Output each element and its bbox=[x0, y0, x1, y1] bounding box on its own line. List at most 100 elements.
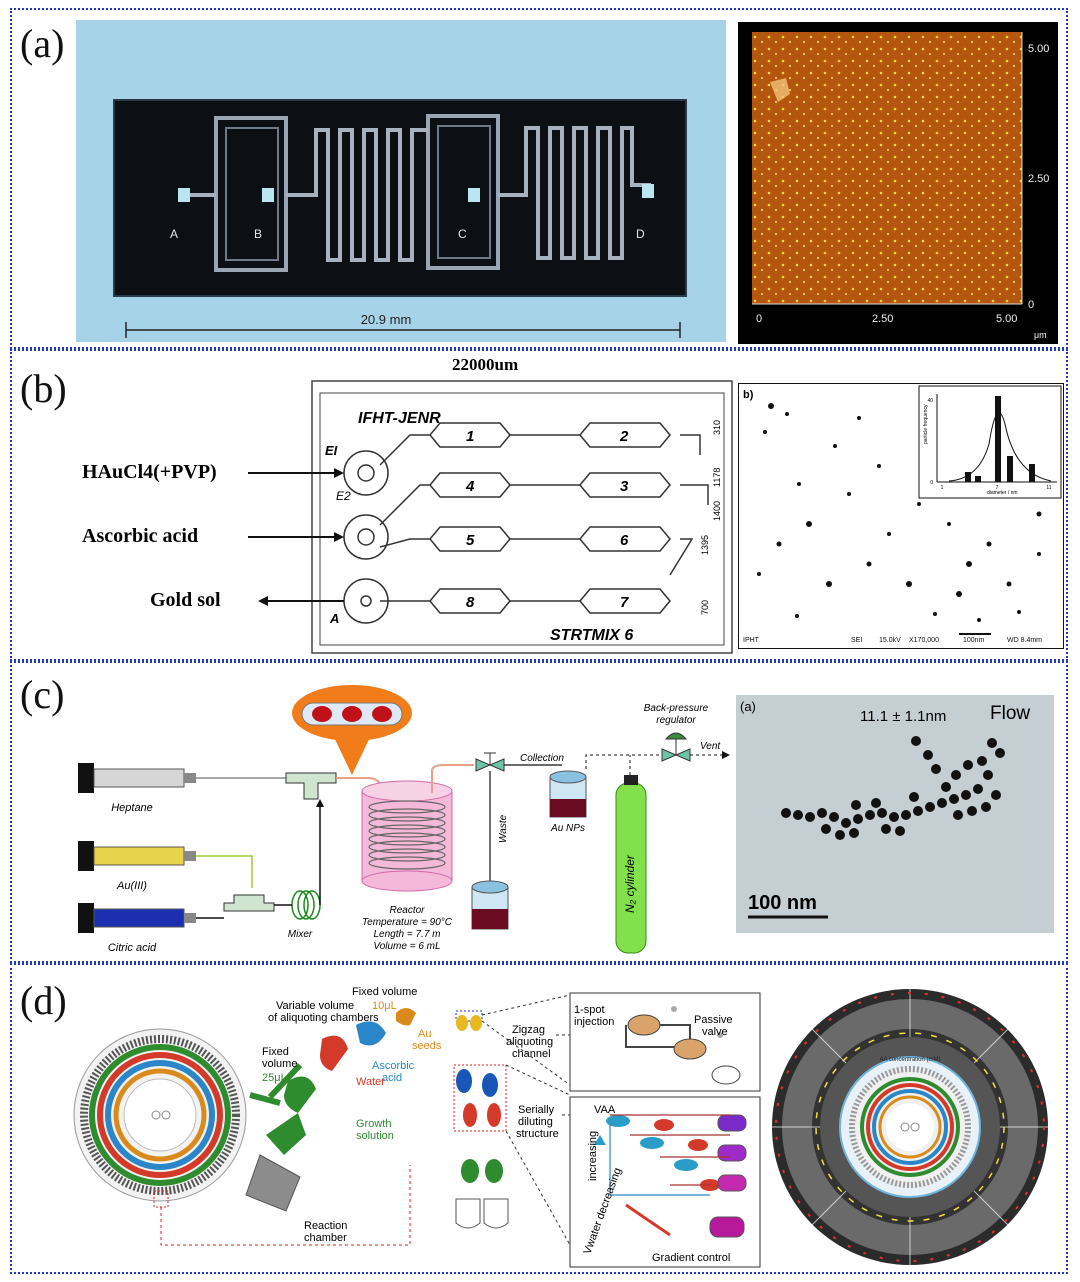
increasing-label: increasing bbox=[587, 1131, 599, 1181]
microfluidic-disc bbox=[73, 1028, 247, 1202]
dim-700: 700 bbox=[700, 600, 710, 615]
reaction-line1: Reaction bbox=[304, 1220, 347, 1232]
passive-valve-line1: Passive bbox=[694, 1014, 733, 1026]
afm-xtick-5: 5.00 bbox=[996, 313, 1017, 325]
ascorbic-line2: acid bbox=[382, 1072, 402, 1084]
dim-310: 310 bbox=[712, 420, 722, 435]
sem-footer-iphet: IPHT bbox=[743, 637, 760, 644]
aa-concentration-label: AA concentration (mM) bbox=[879, 1057, 940, 1063]
zigzag-line2: aliquoting bbox=[506, 1036, 553, 1048]
tem-scale: 100 nm bbox=[748, 892, 817, 914]
tem-flow: Flow bbox=[990, 703, 1030, 724]
sem-image: b) bbox=[738, 383, 1064, 649]
chip-width-label: 22000um bbox=[452, 355, 519, 374]
fixed-volume-25-line1: Fixed bbox=[262, 1046, 289, 1058]
chip-footer: STRTMIX 6 bbox=[550, 627, 633, 644]
dim-1178: 1178 bbox=[712, 468, 722, 487]
mixer-coil bbox=[291, 890, 321, 920]
label-mixer: Mixer bbox=[288, 929, 313, 940]
chamber-assembly bbox=[245, 1008, 416, 1212]
au-seeds-line2: seeds bbox=[412, 1040, 442, 1052]
au-seeds-line1: Au bbox=[418, 1028, 431, 1040]
tem-size: 11.1 ± 1.1nm bbox=[860, 708, 946, 725]
mixer-num-4: 4 bbox=[465, 478, 475, 495]
dim-1400: 1400 bbox=[712, 501, 722, 521]
panel-d-label: (d) bbox=[20, 978, 67, 1023]
mixer-num-8: 8 bbox=[466, 594, 475, 611]
hist-xlabel: diameter / nm bbox=[987, 490, 1018, 496]
output-gold-sol: Gold sol bbox=[150, 589, 221, 611]
fixed-volume-top: Fixed volume bbox=[352, 986, 417, 998]
gradient-control-label: Gradient control bbox=[652, 1252, 730, 1264]
waste-vial bbox=[471, 880, 509, 930]
mixer-num-7: 7 bbox=[620, 594, 629, 611]
centrifugal-disc-diagram: Fixed volume 10μL Variable volume of ali… bbox=[70, 985, 1050, 1271]
panel-a-label: (a) bbox=[20, 21, 65, 66]
label-au: Au(III) bbox=[116, 880, 147, 892]
hist-ytick-40: 40 bbox=[927, 398, 933, 404]
variable-volume-line1: Variable volume bbox=[276, 1000, 354, 1012]
scale-bar-label: 20.9 mm bbox=[361, 312, 412, 327]
serially-line1: Serially bbox=[518, 1104, 555, 1116]
port-label-b: B bbox=[254, 227, 262, 241]
serially-line3: structure bbox=[516, 1128, 559, 1140]
fixed-volume-25-line2: volume bbox=[262, 1058, 297, 1070]
label-citric-acid: Citric acid bbox=[108, 942, 157, 954]
collection-vial bbox=[549, 770, 587, 818]
panel-d: (d) bbox=[10, 963, 1068, 1274]
panel-b-label: (b) bbox=[20, 366, 67, 411]
label-heptane: Heptane bbox=[111, 802, 153, 814]
port-label-a: A bbox=[170, 227, 178, 241]
tem-image: (a) 11.1 ± 1.1nm Flow 100 nm bbox=[736, 695, 1054, 933]
reactor-title: Reactor bbox=[389, 905, 425, 916]
hist-xtick-11: 11 bbox=[1046, 485, 1051, 491]
syringe-citric-acid bbox=[78, 903, 196, 933]
zigzag-channel bbox=[625, 1006, 741, 1085]
microchip-photo: A B C D 20.9 mm bbox=[76, 20, 726, 342]
panel-b: (b) 22000um IFHT-JENR STRTMIX 6 EI E2 A bbox=[10, 349, 1068, 661]
spot-injection-line2: injection bbox=[574, 1016, 614, 1028]
reaction-line2: chamber bbox=[304, 1232, 347, 1244]
hist-ytick-0: 0 bbox=[930, 480, 933, 486]
port-a: A bbox=[329, 611, 339, 626]
panel-c-label: (c) bbox=[20, 672, 65, 717]
spot-injection-line1: 1-spot bbox=[574, 1004, 605, 1016]
port-e2: E2 bbox=[336, 489, 351, 503]
vaa-label: VAA bbox=[594, 1104, 616, 1116]
sem-footer-mag: X170,000 bbox=[909, 637, 939, 644]
hist-xtick-1: 1 bbox=[941, 485, 944, 491]
reactor-volume: Volume = 6 mL bbox=[373, 941, 440, 952]
growth-line1: Growth bbox=[356, 1118, 391, 1130]
zigzag-line3: channel bbox=[512, 1048, 551, 1060]
mixer-chip-drawing: IFHT-JENR STRTMIX 6 EI E2 A bbox=[80, 375, 740, 659]
syringe-heptane bbox=[78, 763, 196, 793]
afm-unit: μm bbox=[1034, 330, 1047, 340]
label-bpr-line1: Back-pressure bbox=[644, 703, 709, 714]
afm-xtick-2-5: 2.50 bbox=[872, 313, 893, 325]
label-bpr-line2: regulator bbox=[656, 715, 696, 726]
three-way-valve bbox=[475, 752, 505, 772]
sem-footer-kv: 15.0kV bbox=[879, 637, 901, 644]
port-ei: EI bbox=[325, 443, 338, 458]
label-n2-cylinder: N₂ cylinder bbox=[623, 854, 637, 913]
input-ascorbic-acid: Ascorbic acid bbox=[82, 525, 199, 547]
chip-title: IFHT-JENR bbox=[358, 410, 441, 427]
port-label-c: C bbox=[458, 227, 467, 241]
serially-line2: diluting bbox=[518, 1116, 553, 1128]
dim-1395: 1395 bbox=[700, 535, 710, 555]
fixed-10ul: 10μL bbox=[372, 1000, 397, 1012]
mixer-num-3: 3 bbox=[620, 478, 629, 495]
afm-xtick-0: 0 bbox=[756, 313, 762, 325]
port-label-d: D bbox=[636, 227, 645, 241]
panel-a: (a) A B C D bbox=[10, 8, 1068, 349]
label-au-nps: Au NPs bbox=[550, 823, 585, 834]
back-pressure-regulator bbox=[661, 732, 691, 762]
growth-line2: solution bbox=[356, 1130, 394, 1142]
afm-ytick-2-5: 2.50 bbox=[1028, 173, 1049, 185]
reactor-temperature: Temperature = 90°C bbox=[362, 917, 453, 928]
zigzag-line1: Zigzag bbox=[512, 1024, 545, 1036]
sem-tag: b) bbox=[743, 389, 754, 401]
sem-footer-sei: SEI bbox=[851, 637, 862, 644]
serial-dilution-structure bbox=[594, 1114, 747, 1238]
variable-volume-line2: of aliquoting chambers bbox=[268, 1012, 379, 1024]
